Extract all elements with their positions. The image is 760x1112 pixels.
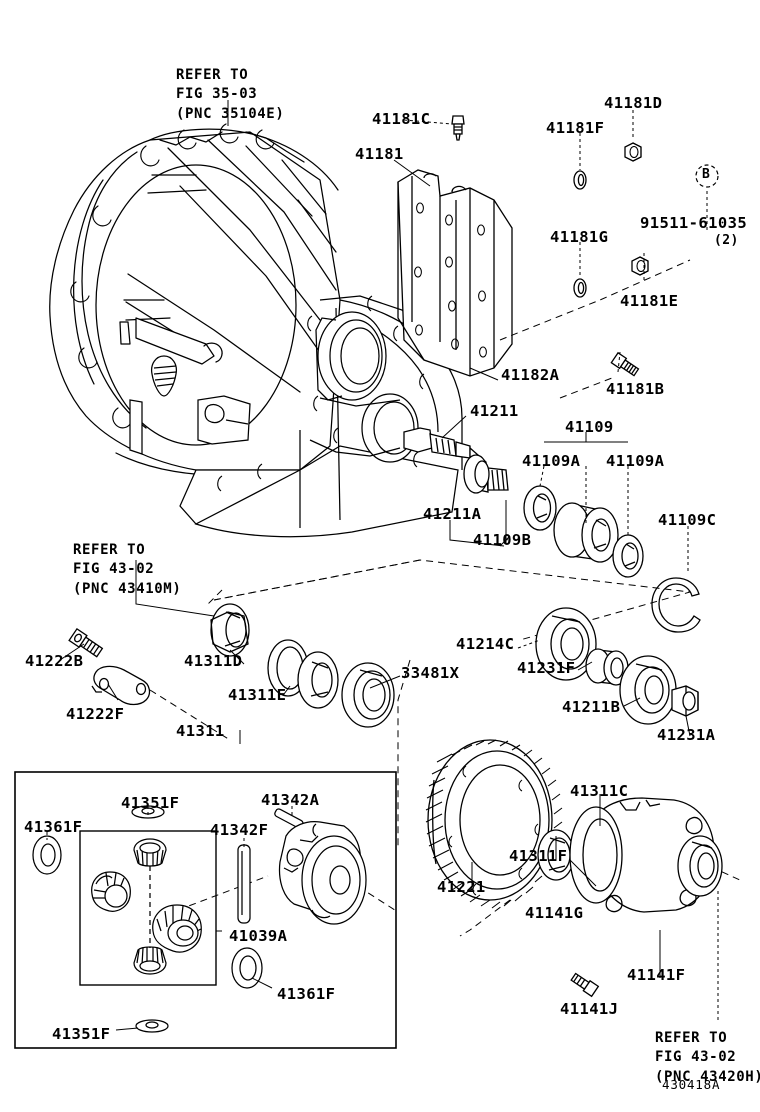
circle-b-callout xyxy=(695,164,719,188)
part-number-label: 41181B xyxy=(606,380,665,398)
part-number-label: 41211 xyxy=(470,402,519,420)
part-number-label: 41181 xyxy=(355,145,404,163)
inset-diff-internals xyxy=(32,805,367,1033)
part-number-label: 41181C xyxy=(372,110,431,128)
leader-lines xyxy=(46,100,719,1031)
nut-41181D xyxy=(624,142,642,162)
part-number-label: 41141G xyxy=(525,904,584,922)
inset-outer-box xyxy=(14,771,397,1049)
part-number-label: 41039A xyxy=(229,927,288,945)
part-number-label: 41221 xyxy=(437,878,486,896)
bolt-41181B xyxy=(610,351,640,377)
part-number-label: 41109B xyxy=(473,531,532,549)
part-number-label: 41222F xyxy=(66,705,125,723)
pinion-gear-bottom xyxy=(133,946,167,975)
small-fasteners xyxy=(68,115,719,998)
part-number-label: 41109A xyxy=(606,452,665,470)
oilseal-bearing-group-41311 xyxy=(210,603,395,728)
part-number-label: 41311E xyxy=(228,686,287,704)
part-number-label: 41141F xyxy=(627,966,686,984)
rear-cover-41181 xyxy=(397,169,513,377)
part-number-label: 41351F xyxy=(52,1025,111,1043)
part-number-label: 41109 xyxy=(565,418,614,436)
figure-code: 430418A xyxy=(662,1077,721,1092)
part-number-label: 41214C xyxy=(456,635,515,653)
differential-case-41039A xyxy=(278,820,367,925)
bolt-41141J xyxy=(570,972,600,998)
oring-41181G xyxy=(573,278,587,298)
part-number-label: 41222B xyxy=(25,652,84,670)
bearing-stack-41109 xyxy=(523,485,701,633)
part-number-label: 41311D xyxy=(184,652,243,670)
part-number-label: 41181E xyxy=(620,292,679,310)
side-gear-left xyxy=(91,871,131,912)
reference-note: REFER TO FIG 43-02 (PNC 43410M) xyxy=(73,542,182,597)
side-gear-right xyxy=(152,904,202,953)
part-number-label: 41109A xyxy=(522,452,581,470)
part-number-label: 41109C xyxy=(658,511,717,529)
part-number-label: 33481X xyxy=(401,664,460,682)
part-number-label: 91511-61035 xyxy=(640,214,748,232)
oring-41181F xyxy=(573,170,587,190)
part-number-label: 41342A xyxy=(261,791,320,809)
pin-41342F xyxy=(237,844,251,924)
part-number-label: 41311F xyxy=(509,847,568,865)
reference-note: REFER TO FIG 43-02 (PNC 43420H) xyxy=(655,1030,760,1085)
input-shaft-41211 xyxy=(403,427,509,494)
part-number-label: 41181G xyxy=(550,228,609,246)
washer-41361F-left xyxy=(32,835,62,875)
part-number-label: 41361F xyxy=(24,818,83,836)
part-number-label: 41311C xyxy=(570,782,629,800)
part-number-label: 41182A xyxy=(501,366,560,384)
sensor-41181C xyxy=(451,115,465,141)
part-number-label: 41211A xyxy=(423,505,482,523)
part-number-label: 41361F xyxy=(277,985,336,1003)
part-number-label: 41351F xyxy=(121,794,180,812)
inset-inner-box xyxy=(79,830,217,986)
ring-gear-41221 xyxy=(425,739,563,909)
part-number-label: (2) xyxy=(714,233,739,248)
part-number-label: 41231A xyxy=(657,726,716,744)
pinion-gear-top xyxy=(133,838,167,867)
washer-41351F-bottom xyxy=(135,1019,169,1033)
part-number-label: 41181D xyxy=(604,94,663,112)
callout-letter-b: B xyxy=(702,167,711,182)
transmission-case-bellhousing xyxy=(49,123,341,476)
output-bearing-group xyxy=(535,607,699,725)
part-number-label: 41311 xyxy=(176,722,225,740)
nut-41181E xyxy=(631,256,649,276)
part-number-label: 41181F xyxy=(546,119,605,137)
assembly-guidelines xyxy=(149,259,741,937)
reference-note: REFER TO FIG 35-03 (PNC 35104E) xyxy=(176,67,285,122)
bracket-41222F xyxy=(91,665,151,706)
part-number-label: 41141J xyxy=(560,1000,619,1018)
washer-41361F-right xyxy=(231,947,263,989)
part-number-label: 41231F xyxy=(517,659,576,677)
part-number-label: 41342F xyxy=(210,821,269,839)
part-number-label: 41211B xyxy=(562,698,621,716)
